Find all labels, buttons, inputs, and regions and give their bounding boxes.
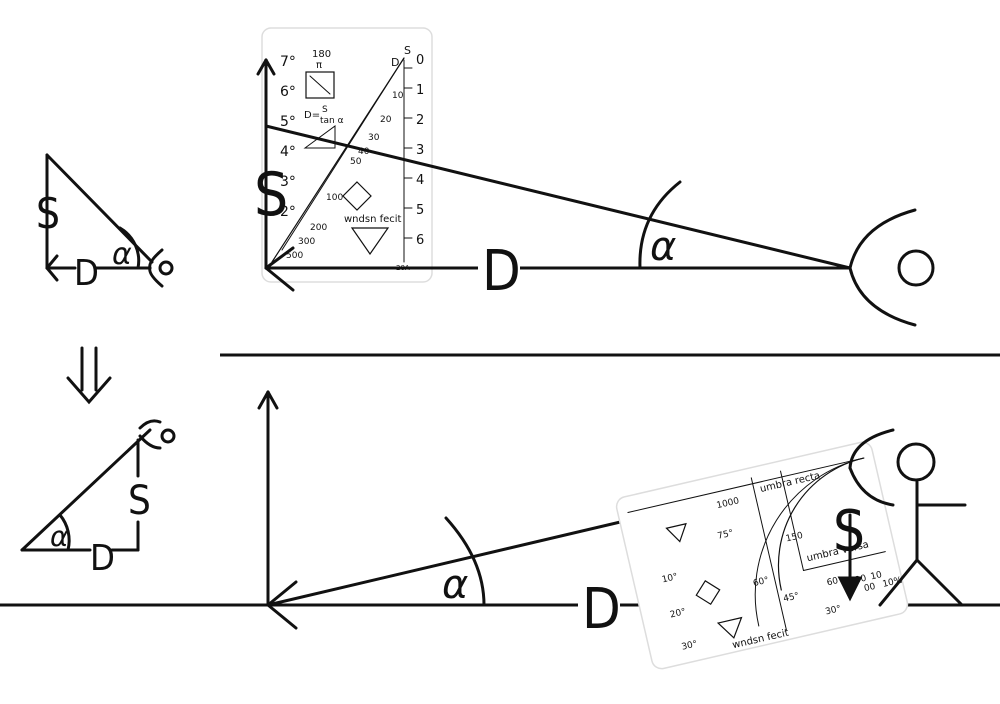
card-top-diag-7: 300 — [298, 237, 315, 247]
card-top-formula-S: S — [322, 105, 328, 115]
card-top-diag-2: 30 — [368, 133, 380, 143]
label-D-bg-top — [478, 236, 520, 296]
card-top-right-6: 6 — [416, 233, 424, 248]
card-top-right-5: 5 — [416, 203, 424, 218]
label-S-big-top: S — [254, 160, 288, 230]
card-top-code: 20A — [396, 264, 410, 272]
label-D-big-top: D — [482, 239, 521, 304]
card-top-right-2: 2 — [416, 113, 424, 128]
card-top-deg-3: 4° — [280, 144, 296, 160]
card-top-diag-1: 20 — [380, 115, 392, 125]
card-top-deg-5: 2° — [280, 204, 296, 220]
card-bottom-mark-8: 30° — [681, 639, 699, 652]
label-alpha-big-top: α — [650, 224, 676, 270]
label-alpha-mini-top: α — [112, 237, 132, 272]
mini-triangle-top — [45, 153, 174, 288]
label-D-mini-bottom: D — [90, 538, 115, 579]
label-D-big-bottom: D — [582, 577, 621, 642]
card-top-right-0: 0 — [416, 53, 424, 68]
card-top-formula-tan: tan α — [320, 116, 344, 126]
card-bottom-mark-12: 10% — [882, 576, 904, 590]
label-alpha-big-bottom: α — [442, 562, 468, 608]
card-top-scale-D: D — [391, 56, 399, 69]
card-top-diag-0: 10 — [392, 91, 404, 101]
card-bottom-mark-9: 60 — [826, 576, 840, 588]
card-bottom-mark-4: 45° — [782, 591, 800, 604]
label-alpha-mini-bottom: α — [50, 520, 69, 553]
top-labels: S D α S D α 7° 6° 5° 4° 3° 2° 180 π D= S… — [36, 44, 676, 304]
label-S-mini-top: S — [36, 189, 60, 238]
card-top-deg-0: 7° — [280, 54, 296, 70]
card-top-formula-den: π — [316, 60, 322, 71]
card-top-formula-num: 180 — [312, 49, 331, 60]
card-top-scale-S: S — [404, 44, 411, 57]
label-D-bg-bottom — [578, 574, 620, 634]
card-bottom-mark-11: 10 — [870, 570, 884, 582]
bottom-panel — [0, 390, 1000, 670]
label-S-big-bottom: S — [833, 499, 865, 564]
card-top-right-3: 3 — [416, 143, 424, 158]
top-panel — [45, 27, 935, 327]
card-top-diag-3: 40 — [358, 147, 370, 157]
label-S-mini-bottom: S — [128, 478, 151, 524]
card-top-deg-1: 6° — [280, 84, 296, 100]
card-bottom-mark-2: 75° — [717, 528, 735, 541]
transform-arrow-icon — [66, 346, 112, 405]
card-top-right-4: 4 — [416, 173, 424, 188]
card-top-diag-5: 100 — [326, 193, 343, 203]
card-top-diag-4: 50 — [350, 157, 362, 167]
card-top-right-1: 1 — [416, 83, 424, 98]
card-top-deg-4: 3° — [280, 174, 296, 190]
card-bottom-mark-7: 20° — [669, 607, 687, 620]
card-bottom-mark-5: 30° — [824, 604, 842, 617]
mini-triangle-bottom — [20, 419, 176, 552]
card-top-diag-6: 200 — [310, 223, 327, 233]
label-D-mini-top: D — [74, 253, 99, 294]
card-bottom-mark-3: 60° — [752, 576, 770, 589]
card-top-maker: wndsn fecit — [344, 214, 402, 225]
calculator-card-top — [261, 27, 433, 283]
person-figure — [848, 428, 967, 607]
card-bottom-mark-13: 00 — [863, 582, 877, 594]
card-top-diag-8: 500 — [286, 251, 303, 261]
calculator-card-bottom — [615, 441, 909, 670]
card-top-formula-D: D= — [304, 110, 320, 121]
card-top-deg-2: 5° — [280, 114, 296, 130]
card-bottom-mark-1: 150 — [785, 531, 804, 545]
card-bottom-mark-6: 10° — [661, 572, 679, 585]
card-bottom-mark-10: 30 — [854, 574, 868, 586]
